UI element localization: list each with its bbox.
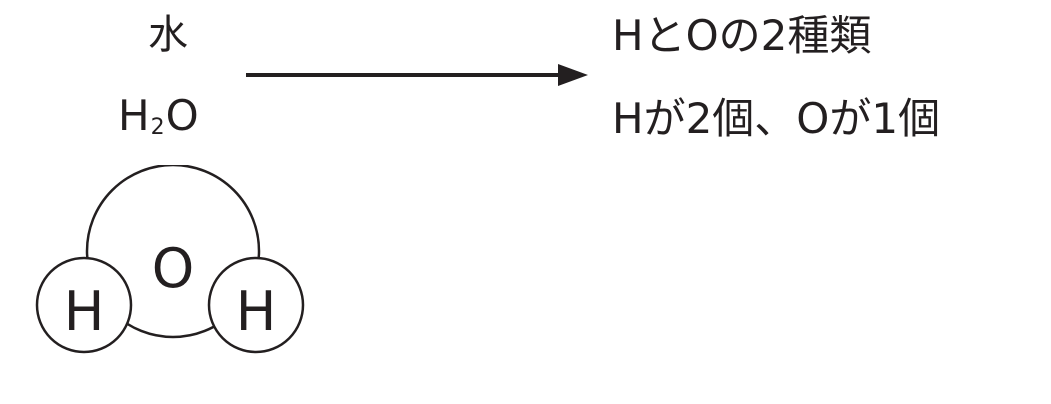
chemical-formula: H2O [118,95,199,139]
water-molecule-diagram: O H H [35,165,305,354]
formula-element-o: O [165,91,199,140]
hydrogen-atom-left-circle [35,256,133,354]
hydrogen-atom-left-label: H [64,280,105,343]
hydrogen-atom-right-circle [207,256,305,354]
formula-subscript: 2 [150,115,165,140]
substance-name: 水 [148,12,188,58]
formula-element-h: H [118,91,150,140]
arrow-head [558,64,588,86]
atom-counts-text: Hが2個、Oが1個 [612,94,941,143]
element-types-text: HとOの2種類 [612,11,872,60]
right-arrow-icon [246,64,588,86]
hydrogen-atom-right-label: H [236,280,277,343]
oxygen-atom-label: O [152,237,195,300]
